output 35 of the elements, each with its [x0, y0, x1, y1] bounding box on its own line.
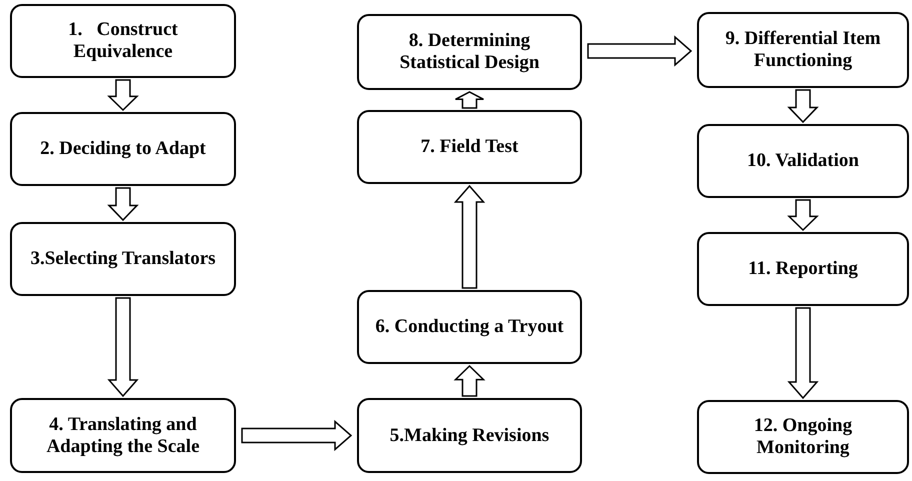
process-box [357, 110, 582, 184]
step-label: 12. Ongoing Monitoring [752, 415, 854, 459]
step-label: 3.Selecting Translators [30, 248, 216, 270]
block-arrow [107, 79, 139, 112]
block-arrow [587, 35, 692, 67]
step-label: 7. Field Test [420, 136, 518, 158]
step-label: 8. Determining Statistical Design [398, 30, 540, 74]
process-box [697, 124, 909, 198]
process-box [357, 14, 582, 90]
step-label: 9. Differential Item Functioning [724, 28, 882, 72]
process-box [10, 112, 236, 186]
step-label: 1. Construct Equivalence [67, 19, 179, 63]
block-arrow [241, 420, 352, 452]
process-box [697, 232, 909, 306]
block-arrow [454, 91, 484, 109]
process-box [697, 12, 909, 88]
block-arrow [454, 364, 486, 397]
step-label: 5.Making Revisions [390, 424, 550, 446]
block-arrow [107, 187, 139, 222]
block-arrow [787, 199, 819, 232]
step-label: 6. Conducting a Tryout [375, 316, 564, 338]
step-label: 11. Reporting [748, 258, 858, 280]
process-box [357, 290, 582, 364]
block-arrow [454, 184, 486, 289]
step-label: 4. Translating and Adapting the Scale [45, 414, 201, 458]
process-box [697, 400, 909, 474]
process-box [10, 398, 236, 473]
step-label: 10. Validation [747, 150, 859, 172]
block-arrow [787, 89, 819, 124]
process-box [10, 4, 236, 78]
process-box [357, 398, 582, 473]
block-arrow [787, 307, 819, 400]
block-arrow [107, 297, 139, 398]
process-box [10, 222, 236, 296]
step-label: 2. Deciding to Adapt [40, 138, 206, 160]
